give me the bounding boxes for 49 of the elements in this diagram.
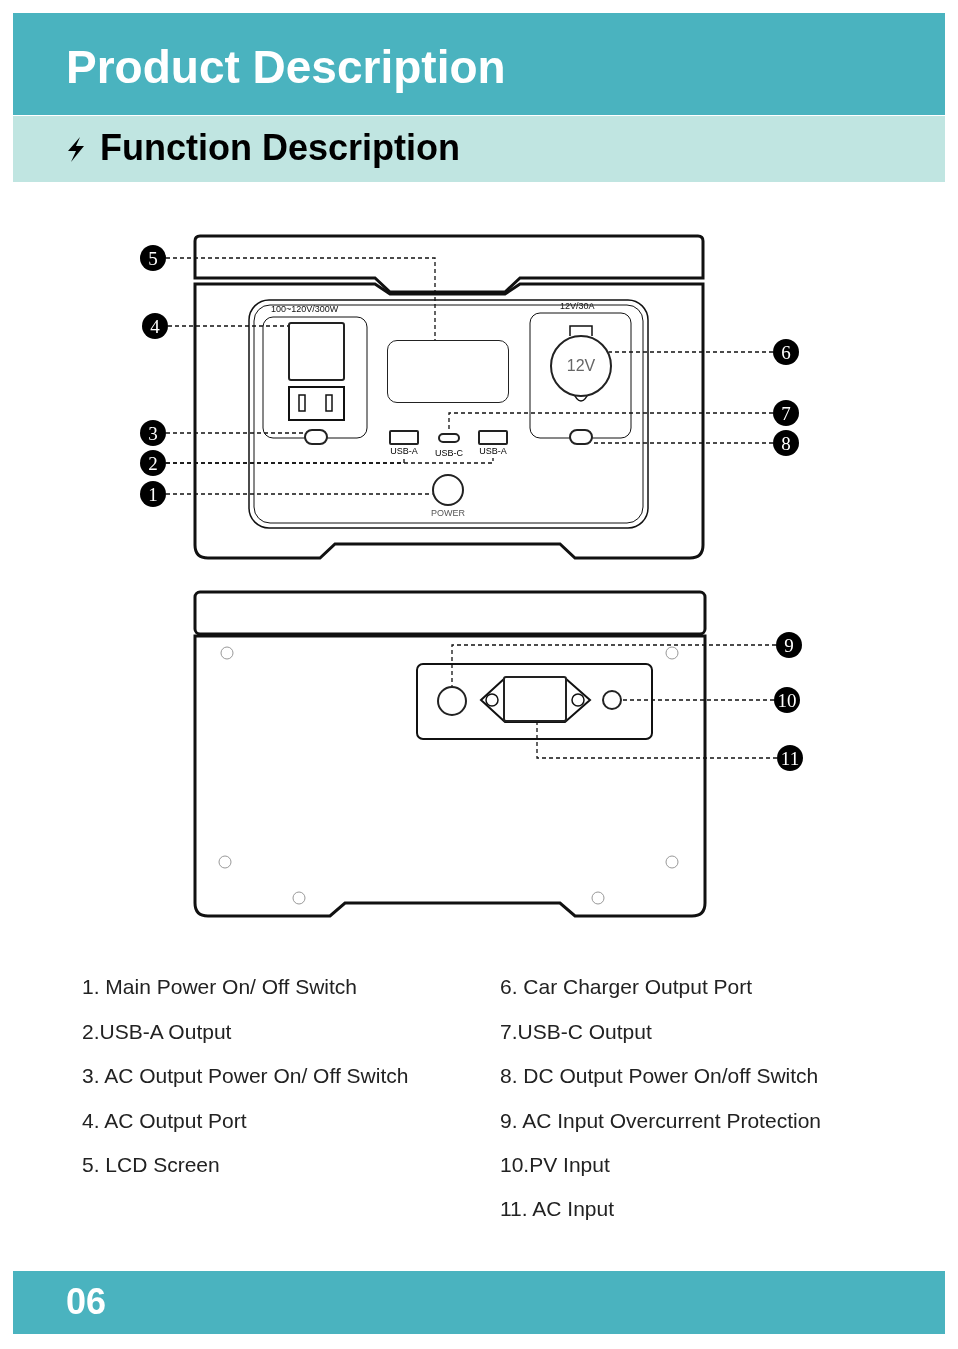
callout-number: 2 [140,450,166,476]
callout-number: 4 [142,313,168,339]
callout-number: 11 [777,745,803,771]
port-label: USB-A [478,447,508,456]
overcurrent-protector [437,686,467,716]
power-button [432,474,464,506]
page-number: 06 [66,1284,107,1320]
button-label: POWER [430,509,466,518]
list-item: 11. AC Input [500,1198,615,1219]
leader-line [608,351,774,353]
rating-text: 100~120V/300W [271,305,339,314]
switch-button [304,429,328,445]
callout-number: 1 [140,481,166,507]
switch-button [569,429,593,445]
leader-line [621,699,775,701]
list-item: 10.PV Input [500,1154,610,1175]
callout-number: 7 [773,400,799,426]
list-item: 9. AC Input Overcurrent Protection [500,1110,821,1131]
leader-line [165,457,494,464]
port-label: USB-A [389,447,419,456]
leader-line [536,721,778,759]
list-item: 3. AC Output Power On/ Off Switch [82,1065,409,1086]
ac-outlet [288,322,345,381]
list-item: 2.USB-A Output [82,1021,232,1042]
callout-number: 8 [773,430,799,456]
rating-text: 12V/30A [560,302,595,311]
leader-line [167,325,289,327]
port-label: USB-C [434,449,464,458]
section-heading: Function Description [100,130,460,166]
list-item: 8. DC Output Power On/off Switch [500,1065,819,1086]
list-item: 7.USB-C Output [500,1021,652,1042]
pv-input-port [602,690,622,710]
callout-number: 5 [140,245,166,271]
car-charger-socket: 12V [550,335,612,397]
list-item: 1. Main Power On/ Off Switch [82,976,358,997]
callout-number: 9 [776,632,802,658]
leader-line [451,644,777,687]
list-item: 6. Car Charger Output Port [500,976,753,997]
list-item: 4. AC Output Port [82,1110,247,1131]
callout-number: 10 [774,687,800,713]
callout-number: 6 [773,339,799,365]
leader-line [165,493,434,495]
leader-line [592,442,774,444]
lcd-screen [387,340,509,403]
callout-number: 3 [140,420,166,446]
leader-line [165,257,436,341]
list-item: 5. LCD Screen [82,1154,220,1175]
leader-line [165,432,305,434]
ac-input-socket [503,676,567,722]
